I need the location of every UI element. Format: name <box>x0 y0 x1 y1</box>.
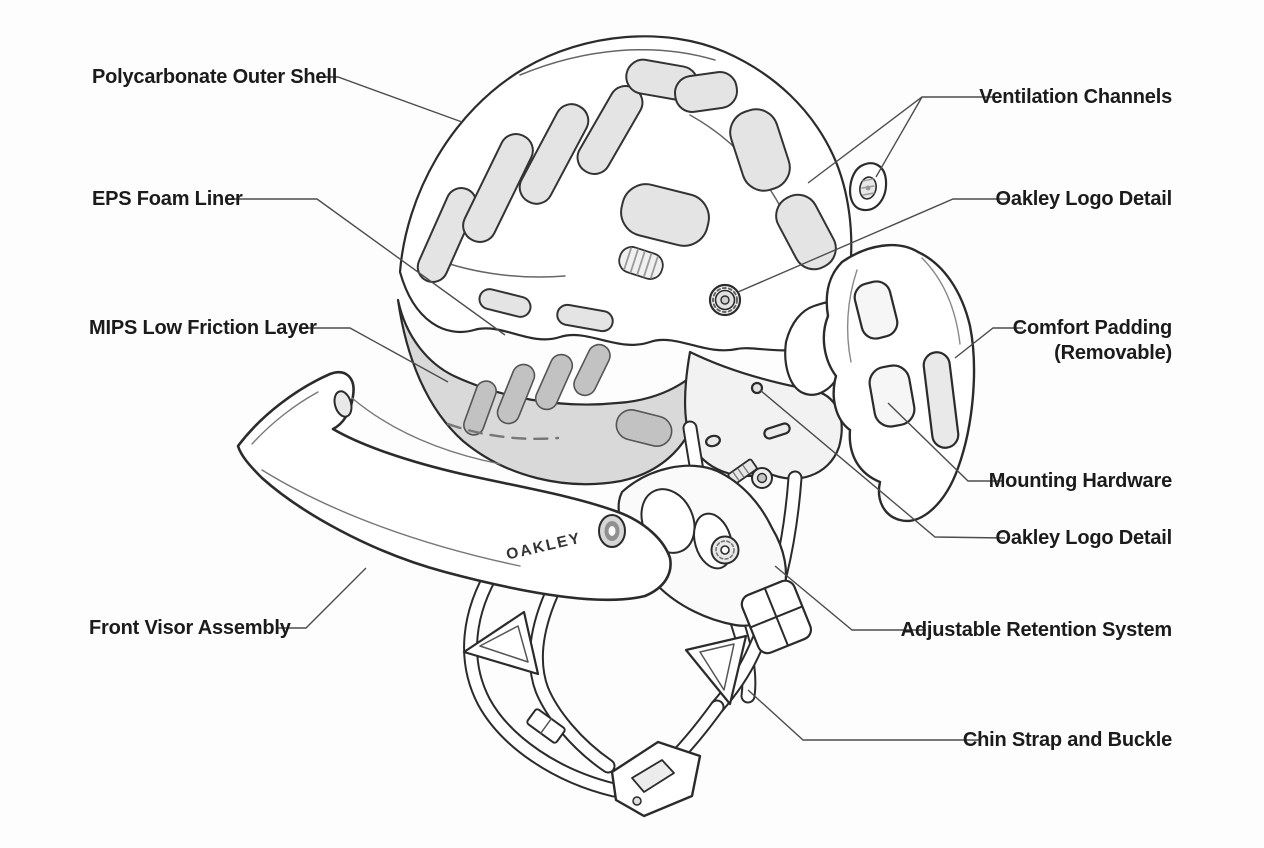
retention-dial <box>710 535 740 565</box>
oakley-logo-bolt <box>708 283 742 317</box>
leader-retention <box>774 565 926 631</box>
leader-lines <box>231 76 1023 741</box>
label-chin-strap-and-buckle: Chin Strap and Buckle <box>962 729 1172 751</box>
oakley-logo-rivet <box>750 381 764 395</box>
label-oakley-logo-detail-lower: Oakley Logo Detail <box>995 527 1173 549</box>
buckle-drawing <box>610 740 702 818</box>
label-adjustable-retention-system: Adjustable Retention System <box>900 619 1173 641</box>
label-oakley-logo-detail-top: Oakley Logo Detail <box>995 188 1173 210</box>
strap-dividers <box>462 610 748 744</box>
label-comfort-padding-line1: Comfort Padding <box>1012 317 1172 339</box>
label-front-visor-assembly: Front Visor Assembly <box>89 617 291 639</box>
label-mips-low-friction-layer: MIPS Low Friction Layer <box>89 317 317 339</box>
mounting-screw-drawing <box>727 458 773 489</box>
ventilation-slots <box>416 58 837 333</box>
strap-slider <box>526 708 566 744</box>
leader-mips-layer <box>304 327 449 383</box>
liner-right-drawing <box>683 350 843 480</box>
label-mounting-hardware: Mounting Hardware <box>988 470 1172 492</box>
label-polycarbonate-outer-shell: Polycarbonate Outer Shell <box>92 66 338 88</box>
leader-comfort-padding <box>954 327 1023 359</box>
leader-logo-lower <box>759 389 1006 539</box>
leader-ventilation-b <box>875 96 923 178</box>
leader-outer-shell <box>316 76 463 123</box>
visor-drawing: OAKLEY <box>236 371 672 601</box>
label-ventilation-channels: Ventilation Channels <box>979 86 1172 108</box>
hatched-vent <box>618 246 664 280</box>
outer-shell-drawing <box>398 35 853 396</box>
leader-chin-strap <box>747 689 980 741</box>
leader-eps-liner <box>231 198 506 336</box>
leader-logo-top <box>737 198 1008 293</box>
label-comfort-padding: Comfort Padding (Removable) <box>1013 316 1172 366</box>
label-comfort-padding-line2: (Removable) <box>1054 342 1172 364</box>
visor-grommet <box>598 514 626 548</box>
comfort-padding-drawing <box>822 243 976 523</box>
leader-mounting-hardware <box>887 402 1003 482</box>
label-eps-foam-liner: EPS Foam Liner <box>92 188 243 210</box>
leader-front-visor <box>276 567 367 629</box>
